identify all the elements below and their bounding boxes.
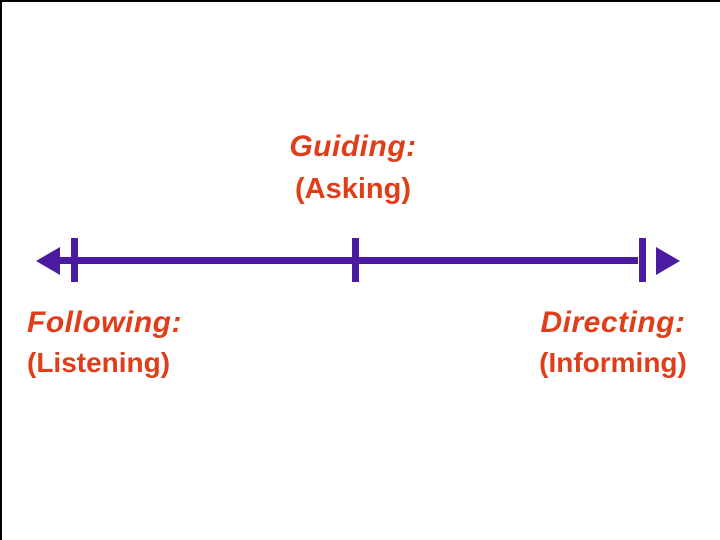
informing-label: (Informing) [539,347,687,378]
asking-label: (Asking) [295,173,411,205]
right-arrow-icon [656,247,680,275]
tick-right [639,238,646,282]
tick-middle [352,238,359,282]
spectrum-axis-line [46,257,638,264]
tick-left [71,238,78,282]
guiding-title-block: Guiding: (Asking) [143,126,563,210]
listening-label: (Listening) [27,347,171,378]
following-label: Following: [27,306,182,339]
directing-label: Directing: [540,306,686,339]
following-label-block: Following: (Listening) [27,303,182,383]
directing-label-block: Directing: (Informing) [504,303,720,383]
guiding-label: Guiding: [289,130,417,163]
